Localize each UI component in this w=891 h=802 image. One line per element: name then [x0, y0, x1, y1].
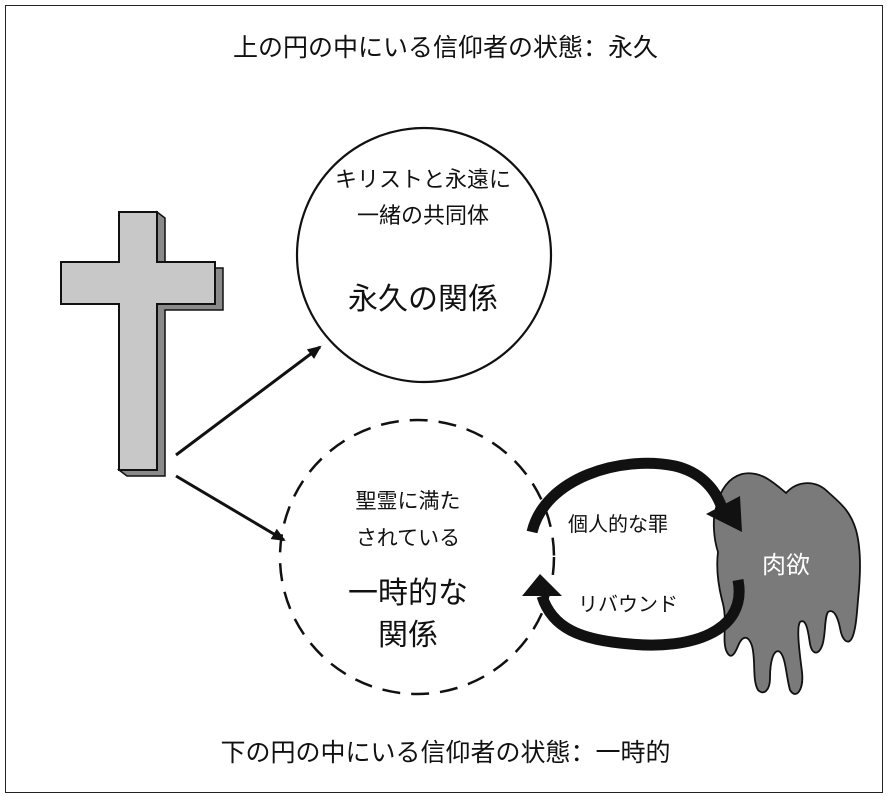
upper-circle-main-label: 永久の関係: [348, 282, 498, 317]
lower-circle: [278, 418, 556, 696]
upper-circle-subtext: キリストと永遠に 一緒の共同体: [298, 163, 548, 235]
bottom-caption: 下の円の中にいる信仰者の状態：一時的: [220, 738, 671, 767]
lower-circle-main2: 関係: [378, 618, 438, 653]
upper-circle-line1: キリストと永遠に: [334, 168, 511, 193]
lower-circle-main-label: 一時的な 関係: [328, 573, 488, 657]
flesh-label: 肉欲: [762, 551, 810, 579]
lower-circle-line1: 聖霊に満た: [355, 489, 461, 513]
upper-circle: [295, 126, 553, 384]
lower-circle-main1: 一時的な: [348, 576, 468, 611]
lower-circle-subtext: 聖霊に満た されている: [308, 483, 508, 557]
top-caption: 上の円の中にいる信仰者の状態：永久: [232, 33, 658, 62]
sin-arrow: [526, 457, 742, 534]
arrow-to-upper-circle: [175, 345, 322, 457]
diagram-frame: [5, 5, 883, 793]
rebound-label: リバウンド: [578, 592, 678, 616]
flesh-blob: [712, 472, 861, 695]
cross-icon: [60, 210, 224, 477]
lower-circle-line2: されている: [355, 526, 461, 550]
arrow-to-lower-circle: [175, 474, 286, 542]
sin-label: 個人的な罪: [568, 512, 668, 536]
rebound-arrow: [522, 574, 745, 651]
upper-circle-line2: 一緒の共同体: [356, 204, 489, 229]
